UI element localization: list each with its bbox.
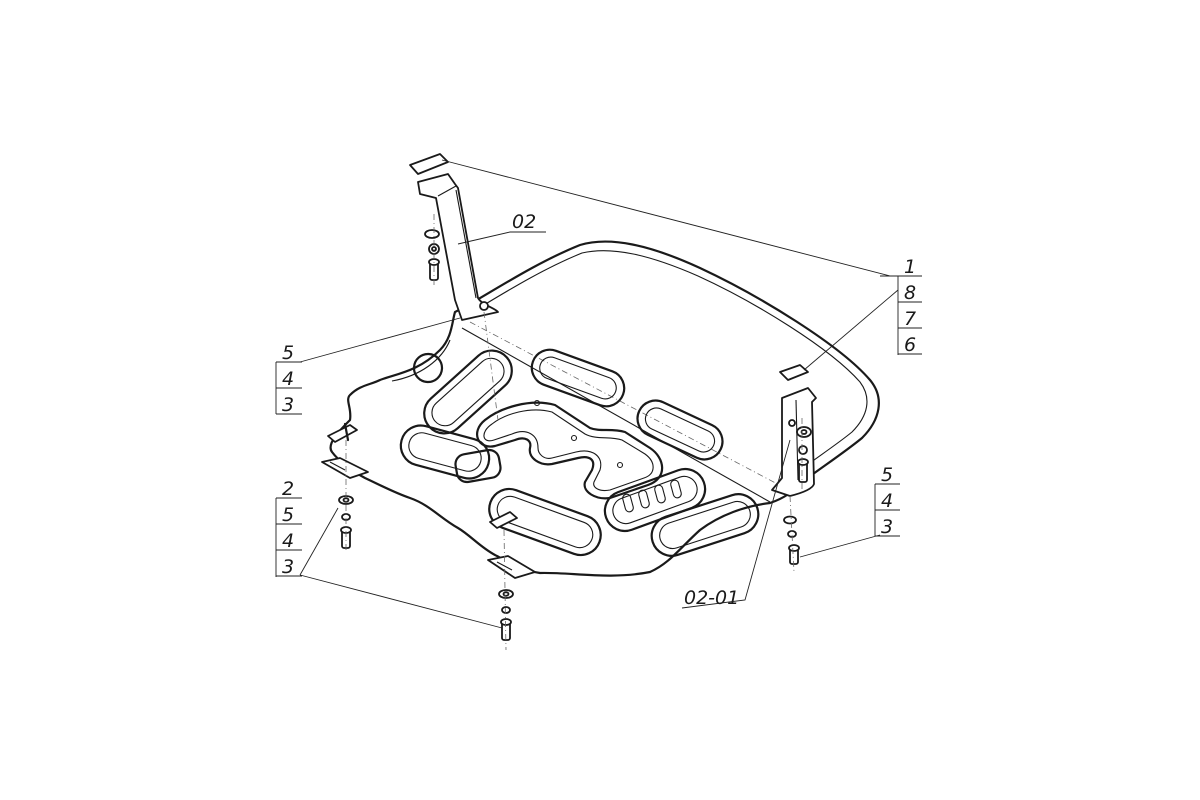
callout-stack-right-top: 1 8 7 6: [880, 256, 922, 356]
rib-4: [399, 424, 491, 480]
plate-1-right: [779, 364, 809, 381]
callout-7: 7: [904, 308, 916, 330]
callout-4c: 4: [881, 490, 893, 512]
bracket-02-fasteners: [424, 229, 440, 281]
skid-plate-inner-edge: [391, 250, 868, 473]
bend-line: [461, 327, 771, 503]
callout-stack-right-mid: 5 4 3: [874, 464, 900, 538]
center-lines: [345, 214, 803, 651]
plate-1-top: [409, 153, 449, 175]
callout-3b: 3: [282, 556, 294, 578]
bottom-tab: [487, 511, 536, 579]
callout-5: 5: [282, 342, 294, 364]
skid-plate-outline: [329, 240, 880, 577]
left-tab-lower: [321, 457, 369, 479]
callout-4: 4: [282, 368, 294, 390]
rib-5: [488, 487, 602, 557]
callout-4b: 4: [282, 530, 294, 552]
vent-slots: [622, 479, 682, 513]
callout-2: 2: [282, 478, 294, 500]
leader-lines: [299, 159, 899, 629]
bracket-02-01-fasteners: [796, 426, 812, 483]
label-bracket-02: 02: [512, 211, 536, 233]
callout-5c: 5: [881, 464, 893, 486]
callout-stack-left-bottom: 2 5 4 3: [275, 478, 302, 578]
callout-stack-left-mid: 5 4 3: [275, 342, 302, 416]
label-bracket-02-01: 02-01: [684, 587, 739, 609]
bend-line-secondary: [469, 321, 786, 489]
stamped-ribs: [399, 348, 760, 557]
callout-5b: 5: [282, 504, 294, 526]
callout-6: 6: [904, 334, 916, 356]
left-tab-upper: [327, 422, 358, 443]
fastener-bottom: [498, 589, 514, 641]
bracket-02: [417, 173, 499, 321]
rib-serpentine: [476, 401, 664, 500]
rib-pad: [454, 448, 502, 484]
rib-7: [650, 493, 760, 557]
callout-1: 1: [904, 256, 916, 278]
callout-3c: 3: [881, 516, 893, 538]
callout-3: 3: [282, 394, 294, 416]
rib-3: [636, 399, 724, 461]
callout-8: 8: [904, 282, 916, 304]
rib-2: [530, 348, 626, 408]
